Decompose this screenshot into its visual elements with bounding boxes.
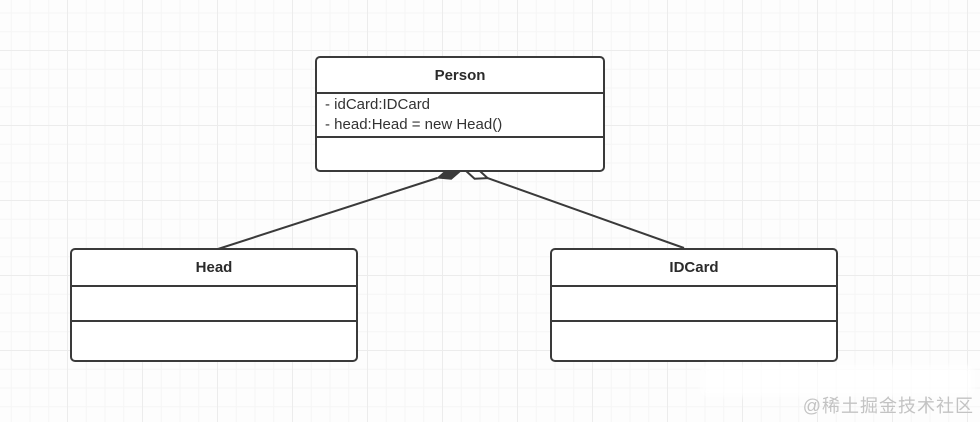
composition-edge-line — [217, 177, 438, 250]
aggregation-edge-line — [487, 177, 685, 249]
class-title-head: Head — [72, 250, 356, 287]
class-attributes-person: - idCard:IDCard - head:Head = new Head() — [317, 94, 603, 138]
class-methods-person — [317, 138, 603, 170]
class-methods-idcard — [552, 322, 836, 360]
class-attributes-idcard — [552, 287, 836, 322]
class-box-person: Person - idCard:IDCard - head:Head = new… — [315, 56, 605, 172]
class-attributes-head — [72, 287, 356, 322]
attribute-idcard: - idCard:IDCard — [325, 96, 431, 113]
class-box-idcard: IDCard — [550, 248, 838, 362]
attribute-head: - head:Head = new Head() — [325, 116, 503, 133]
watermark-text: @稀土掘金技术社区 — [802, 396, 974, 416]
class-title-idcard: IDCard — [552, 250, 836, 287]
class-box-head: Head — [70, 248, 358, 362]
class-methods-head — [72, 322, 356, 360]
class-title-person: Person — [317, 58, 603, 94]
watermark-white-overlay — [705, 370, 970, 392]
